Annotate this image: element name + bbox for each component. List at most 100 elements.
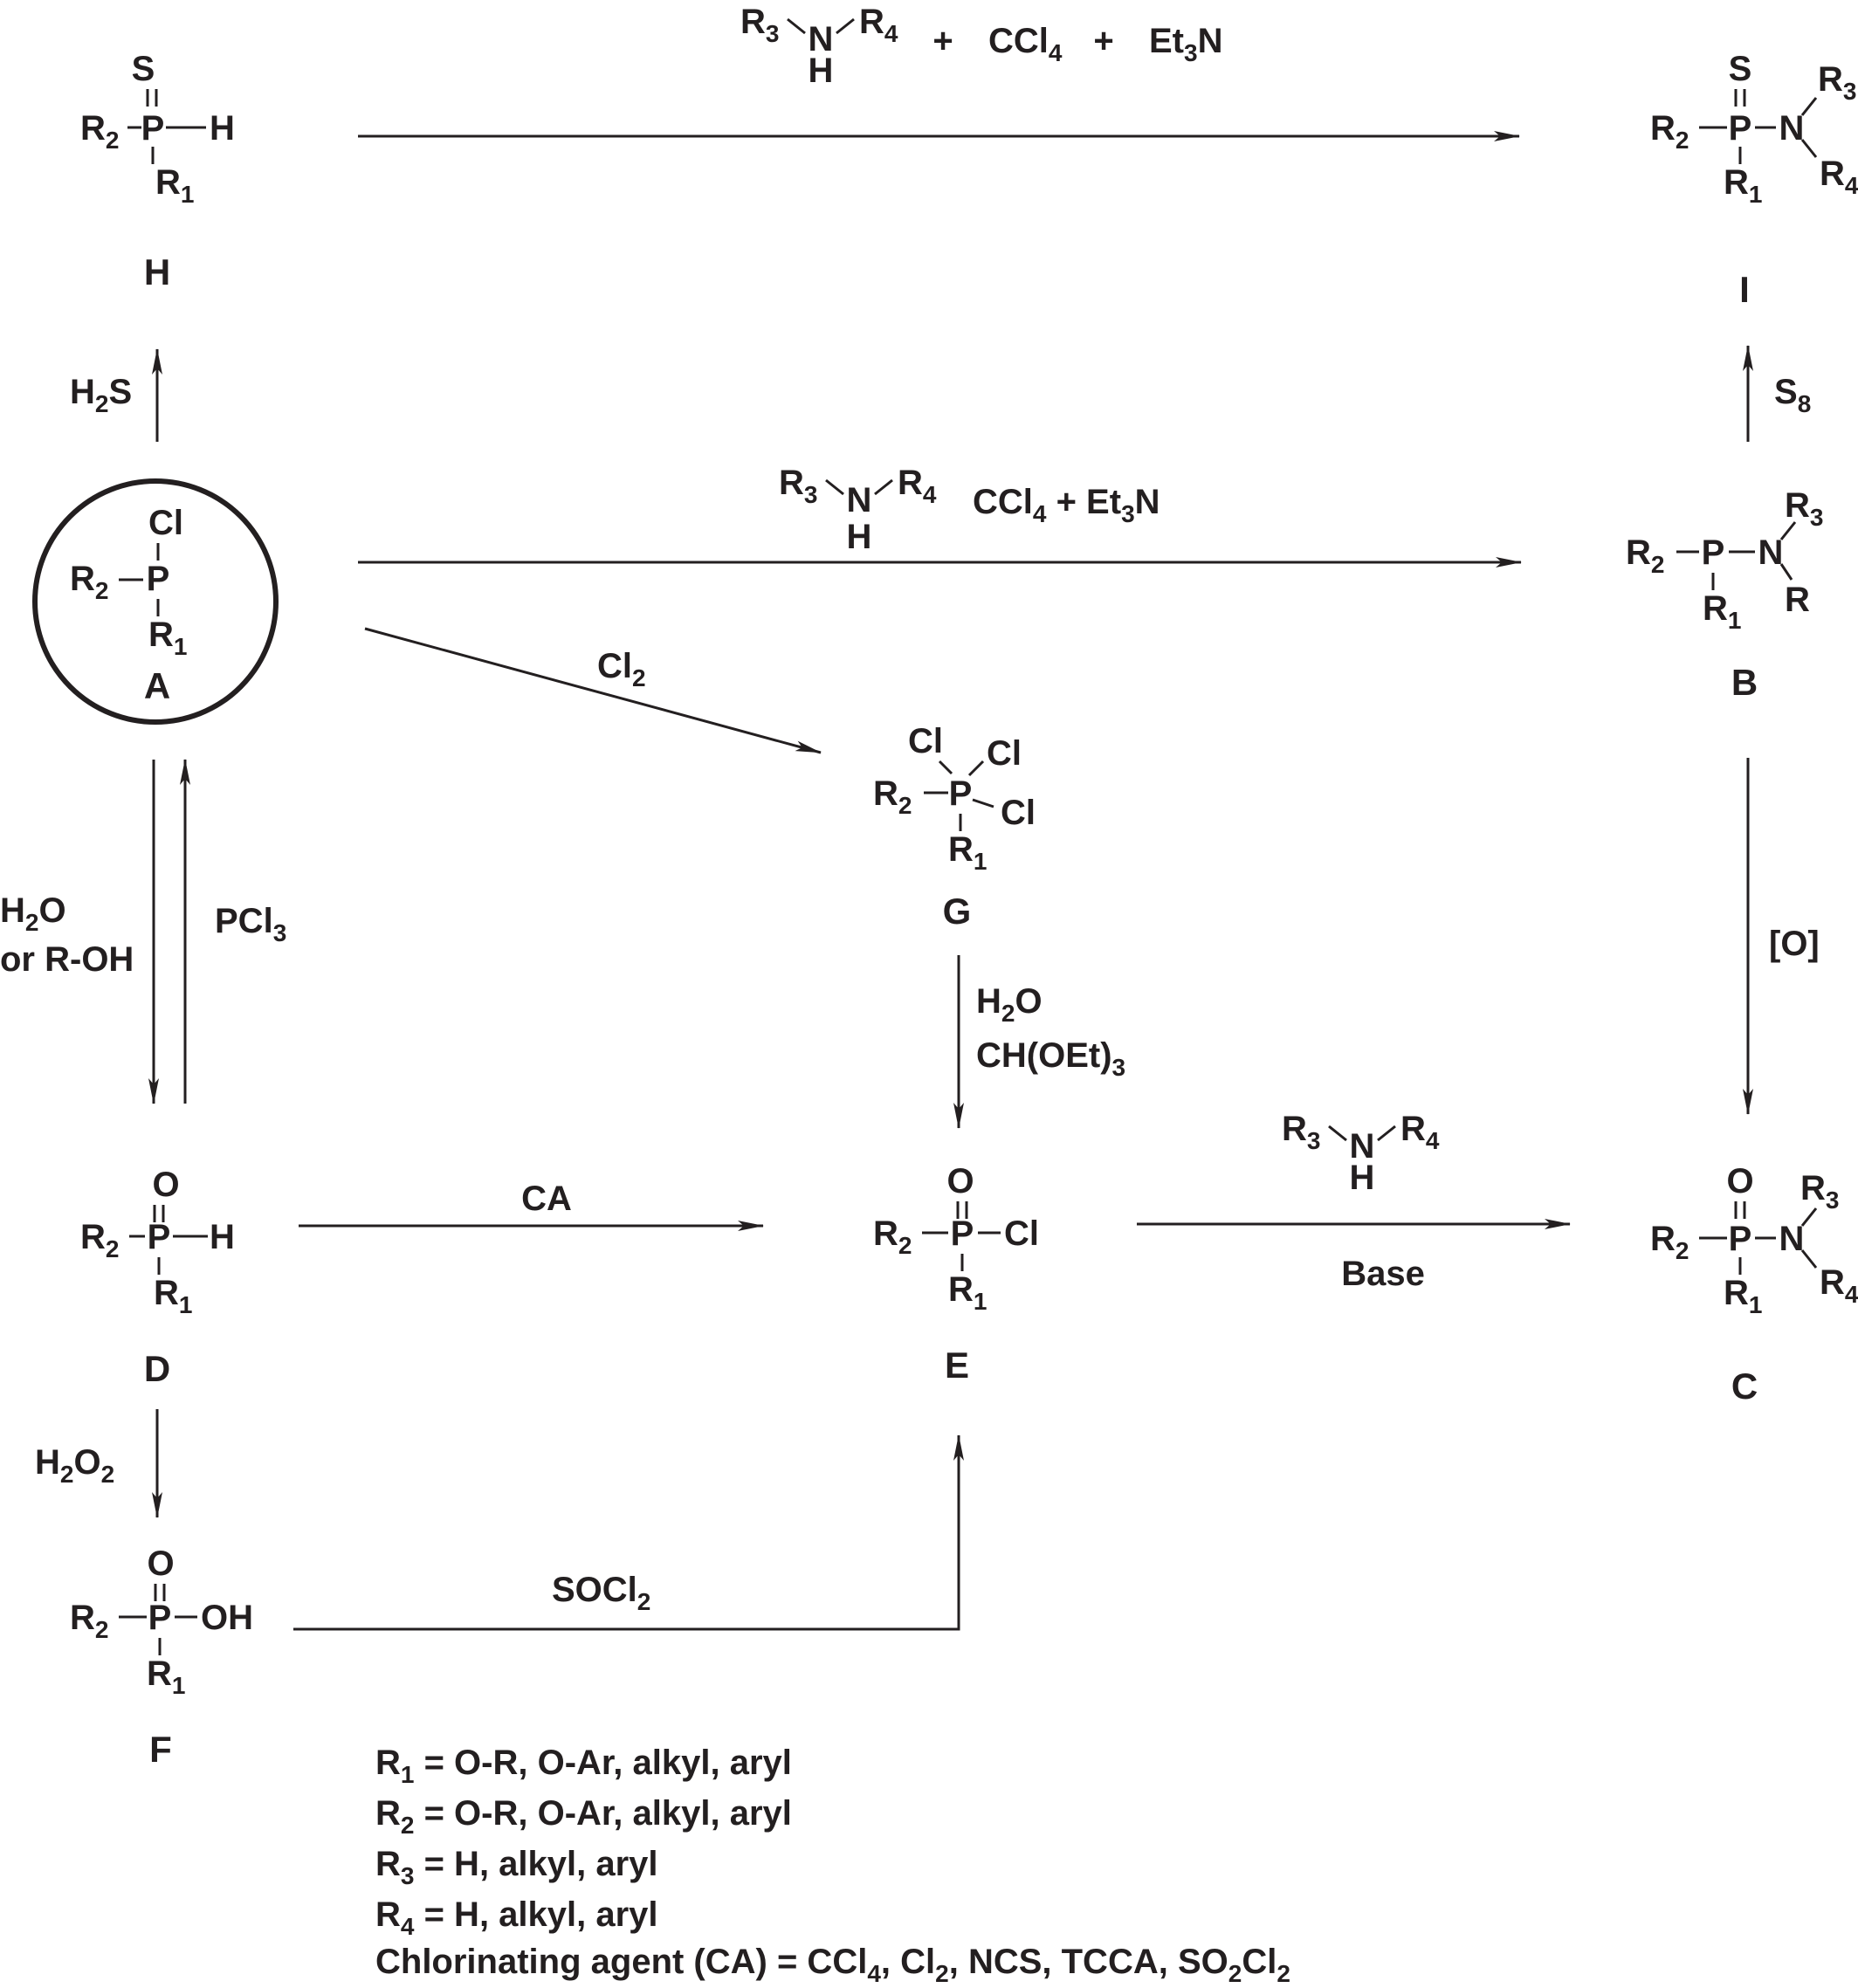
compound-label: G (943, 891, 972, 932)
phosphorus-atom: P (949, 774, 973, 813)
s8-reagent: S8 (1774, 373, 1811, 417)
compound-label: B (1731, 662, 1758, 703)
legend-r1: R1 = O-R, O-Ar, alkyl, aryl (375, 1744, 792, 1788)
r2-group: R2 (70, 1599, 108, 1643)
chlorine-atom: Cl (1001, 794, 1036, 832)
compound-B: R2 P N R3 R R1 B (1626, 486, 1823, 703)
r4-group: R4 (1820, 1263, 1858, 1308)
r1-group: R1 (154, 1274, 192, 1318)
amine-r4: R4 (859, 3, 898, 47)
r2-group: R2 (70, 560, 108, 604)
phosphorus-atom: P (147, 560, 170, 598)
amine-nitrogen: N (809, 20, 834, 58)
chlorine-atom: Cl (987, 734, 1022, 773)
amine-hydrogen: H (1350, 1159, 1375, 1197)
arrow-f-to-e (293, 1434, 964, 1631)
phosphorus-atom: P (1729, 109, 1752, 148)
compound-E: O R2 P Cl R1 E (873, 1162, 1039, 1386)
r3-group: R3 (1800, 1169, 1839, 1214)
sulfur-atom: S (132, 50, 155, 88)
compound-label: A (144, 665, 170, 706)
water-reagent: H2O (976, 982, 1043, 1027)
alcohol-reagent: or R-OH (0, 940, 134, 979)
chlorine-atom: Cl (148, 504, 183, 542)
r3-group: R3 (1785, 486, 1823, 531)
r1-group: R1 (948, 830, 987, 875)
h2s-reagent: H2S (70, 373, 132, 417)
base-reagent: Base (1341, 1255, 1425, 1293)
ccl4-et3n-reagent: CCl4 + Et3N (973, 483, 1160, 527)
ca-reagent: CA (521, 1180, 572, 1218)
r-group: R (1785, 581, 1810, 619)
oxygen-atom: O (147, 1544, 174, 1583)
r2-group: R2 (80, 1218, 119, 1262)
oxygen-atom: O (1726, 1162, 1753, 1200)
nitrogen-atom: N (1758, 533, 1784, 572)
amine-r4: R4 (1400, 1110, 1440, 1154)
compound-label: H (144, 251, 170, 292)
ccl4-reagent: CCl4 (988, 22, 1063, 66)
hydrogen-atom: H (210, 1218, 235, 1256)
chlorine-atom: Cl (1004, 1214, 1039, 1253)
compound-H: S R2 P H R1 H (80, 50, 235, 292)
amine-r3: R3 (740, 3, 779, 47)
nitrogen-atom: N (1779, 1220, 1805, 1258)
et3n-reagent: Et3N (1149, 22, 1222, 66)
r1-group: R1 (1724, 163, 1762, 208)
oxygen-atom: O (152, 1166, 179, 1204)
r1-group: R1 (148, 616, 187, 660)
compound-label: I (1739, 269, 1750, 310)
reagents-a-to-b: R3 N R4 H CCl4 + Et3N (779, 464, 1160, 556)
pcl3-reagent: PCl3 (215, 902, 286, 946)
compound-G: Cl Cl R2 P Cl R1 G (873, 722, 1036, 932)
amine-nitrogen: N (847, 481, 872, 519)
h2o2-reagent: H2O2 (35, 1443, 114, 1488)
r3-group: R3 (1818, 60, 1856, 105)
arrow-a-to-g (364, 627, 822, 754)
r1-group: R1 (1703, 589, 1741, 634)
compound-A: Cl R2 P R1 A (32, 478, 279, 725)
legend-r3: R3 = H, alkyl, aryl (375, 1845, 658, 1889)
r2-group: R2 (873, 774, 912, 819)
legend-r2: R2 = O-R, O-Ar, alkyl, aryl (375, 1794, 792, 1839)
phosphorus-atom: P (148, 1218, 171, 1256)
r4-group: R4 (1820, 155, 1858, 199)
h2o-reagent: H2O (0, 891, 66, 936)
phosphorus-atom: P (141, 109, 165, 148)
r2-group: R2 (1626, 533, 1664, 578)
r2-group: R2 (873, 1214, 912, 1259)
r1-group: R1 (155, 163, 194, 208)
reagents-top: R3 N R4 H + CCl4 + Et3N (740, 3, 1222, 90)
legend-r4: R4 = H, alkyl, aryl (375, 1895, 658, 1940)
plus-sign: + (1093, 22, 1113, 60)
nitrogen-atom: N (1779, 109, 1805, 148)
r2-group: R2 (1650, 1220, 1689, 1264)
r1-group: R1 (1724, 1274, 1762, 1318)
hydrogen-atom: H (210, 109, 235, 148)
r1-group: R1 (147, 1654, 185, 1699)
chlorine-atom: Cl (908, 722, 943, 760)
legend-chlorinating-agent: Chlorinating agent (CA) = CCl4, Cl2, NCS… (375, 1943, 1290, 1987)
phosphorus-atom: P (1702, 533, 1725, 572)
amine-nitrogen: N (1350, 1127, 1375, 1166)
compound-F: O R2 P OH R1 F (70, 1544, 253, 1770)
compound-C: O R2 P N R3 R4 R1 C (1650, 1162, 1858, 1407)
reagents-e-to-c: R3 N R4 H Base (1282, 1110, 1440, 1293)
amine-hydrogen: H (847, 518, 872, 556)
amine-r4: R4 (898, 464, 937, 508)
r2-group: R2 (80, 109, 119, 154)
r1-group: R1 (948, 1270, 987, 1315)
compound-label: C (1731, 1365, 1758, 1407)
plus-sign: + (932, 22, 953, 60)
oxygen-atom: O (946, 1162, 974, 1200)
compound-label: F (149, 1729, 172, 1770)
socl2-reagent: SOCl2 (552, 1571, 650, 1615)
cl2-reagent: Cl2 (597, 647, 646, 691)
highlight-circle (32, 478, 279, 725)
amine-r3: R3 (779, 464, 817, 508)
compound-label: E (945, 1345, 969, 1386)
r2-group: R2 (1650, 109, 1689, 154)
phosphorus-atom: P (148, 1599, 172, 1637)
phosphorus-atom: P (951, 1214, 974, 1253)
